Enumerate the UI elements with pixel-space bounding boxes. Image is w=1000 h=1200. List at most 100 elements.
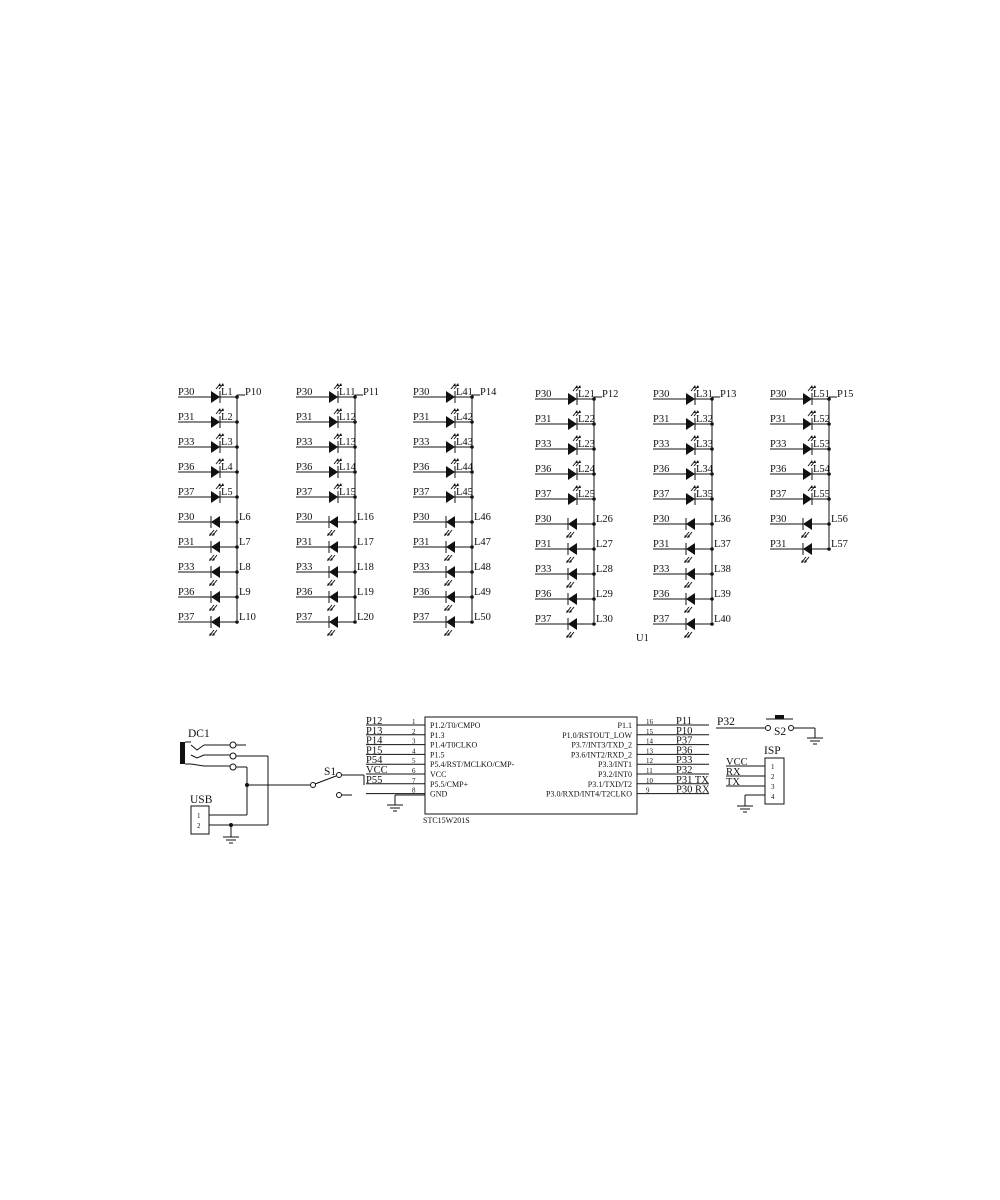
mcu-pin-net: P10	[676, 726, 692, 737]
isp-net-label: VCC	[726, 757, 748, 768]
mcu-pin-name: P3.0/RXD/INT4/T2CLKO	[546, 790, 632, 799]
mcu-right-pin: 15 P1.0/RSTOUT_LOW P10	[562, 726, 709, 740]
led-ref-label: L11	[339, 387, 356, 398]
mcu-ground-symbol	[387, 795, 403, 812]
mcu-pin-number: 1	[412, 718, 416, 726]
isp-pin-number: 1	[771, 763, 775, 771]
junction-dot	[470, 445, 474, 449]
led-ref-label: L54	[813, 464, 831, 475]
junction-dot	[235, 620, 239, 624]
mcu-pin-net: P30 RX	[676, 785, 710, 796]
mcu-pin-net: P31 TX	[676, 775, 709, 786]
led-net-label: P31	[770, 539, 786, 550]
junction-dot	[470, 470, 474, 474]
mcu-pin-net: P37	[676, 736, 692, 747]
junction-dot	[353, 520, 357, 524]
led-net-label: P33	[413, 562, 429, 573]
led-net-label: P37	[770, 489, 786, 500]
mcu-pin-number: 8	[412, 787, 416, 795]
led-diode-icon	[444, 541, 455, 561]
led-net-label: P30	[535, 389, 551, 400]
led-ref-label: L21	[578, 389, 595, 400]
led-net-label: P31	[653, 539, 669, 550]
led-diode-icon	[686, 410, 699, 430]
led-net-label: P31	[296, 412, 312, 423]
junction-dot	[592, 572, 596, 576]
mcu-pin-number: 14	[646, 738, 654, 746]
mcu-pin-name: VCC	[430, 770, 446, 779]
led-ref-label: L24	[578, 464, 596, 475]
junction-dot	[235, 420, 239, 424]
junction-dot	[235, 445, 239, 449]
led-net-label: P33	[296, 437, 312, 448]
led-net-label: P30	[770, 514, 786, 525]
isp-net-label: RX	[726, 767, 741, 778]
led-diode-icon	[566, 518, 577, 538]
led-net-label: P31	[770, 414, 786, 425]
led-net-label: P37	[535, 614, 551, 625]
junction-dot	[235, 595, 239, 599]
led-net-label: P37	[653, 489, 669, 500]
switch-s1-label: S1	[324, 766, 336, 778]
led-net-label: P36	[653, 464, 669, 475]
power-section: DC1 USB 1 2	[180, 728, 365, 844]
junction-dot	[470, 420, 474, 424]
junction-dot	[710, 622, 714, 626]
led-net-label: P31	[535, 414, 551, 425]
led-net-label: P33	[653, 439, 669, 450]
led-net-label: P37	[178, 487, 194, 498]
mcu-pin-net: P32	[676, 765, 692, 776]
mcu-pin-net: P12	[366, 716, 382, 727]
led-diode-icon	[209, 541, 220, 561]
led-row: P33 L13	[296, 433, 357, 453]
led-diode-icon	[803, 385, 816, 405]
led-net-label: P37	[413, 612, 429, 623]
mcu-pin-number: 15	[646, 728, 654, 736]
isp-pin: 1 VCC	[726, 757, 775, 771]
led-diode-icon	[803, 460, 816, 480]
led-diode-icon	[566, 568, 577, 588]
led-diode-icon	[209, 616, 220, 636]
led-ref-label: L13	[339, 437, 356, 448]
led-diode-icon	[568, 460, 581, 480]
junction-dot	[710, 397, 714, 401]
junction-dot	[235, 545, 239, 549]
led-ref-label: L47	[474, 537, 491, 548]
led-net-label: P37	[296, 612, 312, 623]
mcu-pin-net: P14	[366, 736, 383, 747]
led-common-net-label: P13	[720, 389, 736, 400]
led-ref-label: L40	[714, 614, 731, 625]
led-ref-label: L2	[221, 412, 233, 423]
led-ref-label: L22	[578, 414, 595, 425]
led-net-label: P30	[296, 512, 312, 523]
led-net-label: P31	[413, 537, 429, 548]
junction-dot	[710, 447, 714, 451]
mcu-pin-name: P1.0/RSTOUT_LOW	[562, 731, 632, 740]
junction-dot	[827, 472, 831, 476]
mcu-pin-number: 12	[646, 757, 654, 765]
led-ref-label: L32	[696, 414, 713, 425]
led-net-label: P36	[653, 589, 669, 600]
